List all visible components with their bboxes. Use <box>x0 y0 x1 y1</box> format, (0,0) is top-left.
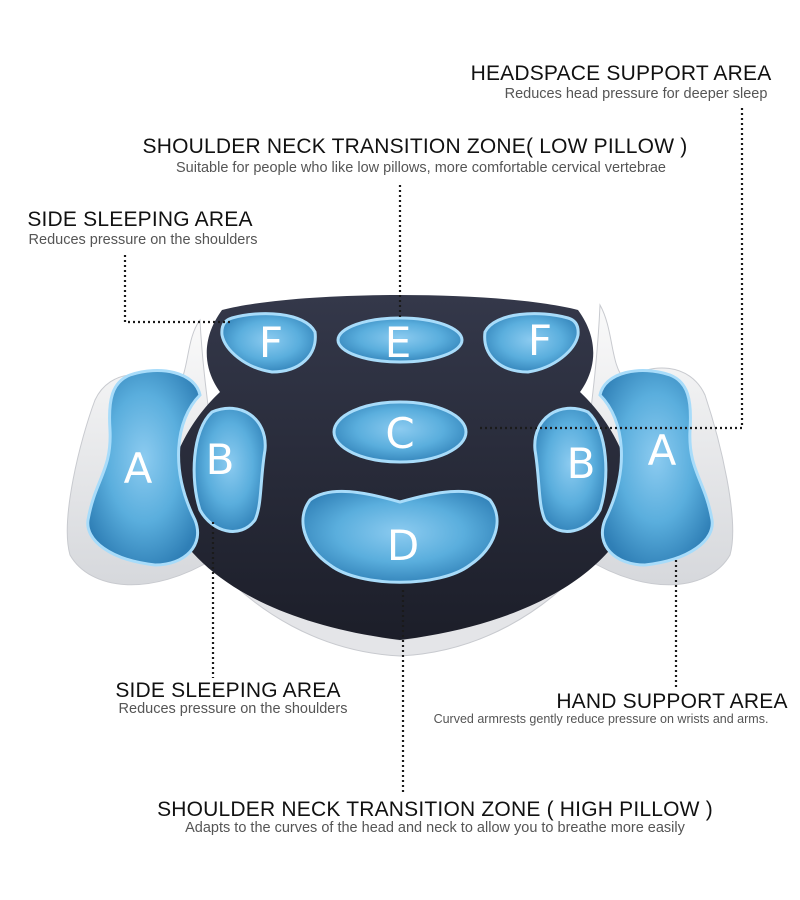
zone-label-d: D <box>387 521 419 570</box>
zone-label-e: E <box>385 318 412 367</box>
pillow-illustration: A A B B C D E F F <box>66 295 734 657</box>
leader-headspace <box>480 108 744 430</box>
callout-high-pillow-title: SHOULDER NECK TRANSITION ZONE ( HIGH PIL… <box>157 798 713 821</box>
zone-f-left <box>220 312 317 374</box>
callout-side-top-title: SIDE SLEEPING AREA <box>27 208 252 231</box>
callout-hand-description: Curved armrests gently reduce pressure o… <box>434 712 769 726</box>
callout-hand: HAND SUPPORT AREA Curved armrests gently… <box>434 690 788 726</box>
zone-label-f-right: F <box>528 316 552 365</box>
callout-low-pillow-title: SHOULDER NECK TRANSITION ZONE( LOW PILLO… <box>143 135 688 158</box>
pillow-main-body <box>168 295 632 640</box>
callout-headspace: HEADSPACE SUPPORT AREA Reduces head pres… <box>471 62 772 102</box>
callout-low-pillow-description: Suitable for people who like low pillows… <box>176 160 666 176</box>
zone-c <box>332 400 468 464</box>
callout-side-bottom-description: Reduces pressure on the shoulders <box>119 701 348 717</box>
callout-side-bottom: SIDE SLEEPING AREA Reduces pressure on t… <box>115 679 347 717</box>
zone-b-left <box>192 406 267 533</box>
zone-e <box>336 316 464 364</box>
zone-d <box>301 489 499 584</box>
zone-a-right <box>598 369 714 567</box>
zone-a-left <box>86 369 202 567</box>
zone-label-b-left: B <box>206 435 235 484</box>
callout-high-pillow-description: Adapts to the curves of the head and nec… <box>185 820 685 836</box>
zone-label-a-left: A <box>124 444 153 493</box>
callout-low-pillow: SHOULDER NECK TRANSITION ZONE( LOW PILLO… <box>143 135 688 176</box>
leader-lines <box>123 108 744 795</box>
callout-side-bottom-title: SIDE SLEEPING AREA <box>115 679 340 702</box>
callout-high-pillow: SHOULDER NECK TRANSITION ZONE ( HIGH PIL… <box>157 798 713 836</box>
zone-label-f-left: F <box>259 318 283 367</box>
callout-headspace-description: Reduces head pressure for deeper sleep <box>505 86 768 102</box>
callout-side-top-description: Reduces pressure on the shoulders <box>29 232 258 248</box>
zone-b-right <box>533 406 608 533</box>
callout-side-top: SIDE SLEEPING AREA Reduces pressure on t… <box>27 208 257 248</box>
zone-label-a-right: A <box>648 426 677 475</box>
zone-label-b-right: B <box>567 439 596 488</box>
leader-side-top <box>123 255 232 324</box>
zone-label-c: C <box>385 409 414 458</box>
zone-f-right <box>483 312 580 374</box>
callout-headspace-title: HEADSPACE SUPPORT AREA <box>471 62 772 85</box>
callout-hand-title: HAND SUPPORT AREA <box>556 690 787 713</box>
